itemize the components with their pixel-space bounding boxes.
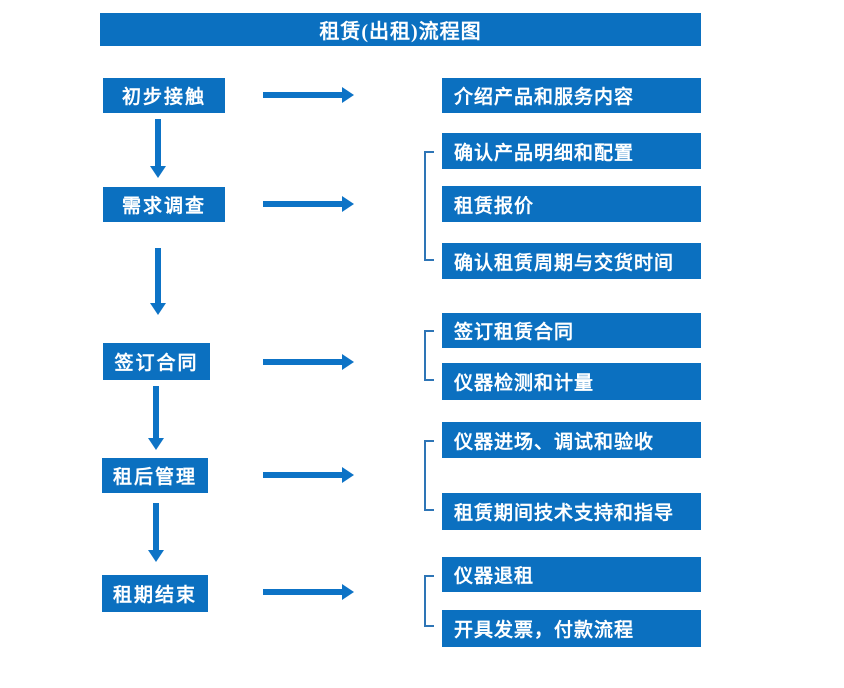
- right-arrow-icon: [263, 87, 354, 103]
- output-box-instrument-entry: 仪器进场、调试和验收: [442, 422, 701, 458]
- right-arrow-icon: [263, 354, 354, 370]
- step-box-demand-survey: 需求调查: [103, 187, 225, 222]
- output-box-tech-support: 租赁期间技术支持和指导: [442, 493, 701, 530]
- step-box-post-rental-mgmt: 租后管理: [102, 458, 208, 493]
- output-box-instrument-testing: 仪器检测和计量: [442, 363, 701, 400]
- output-box-rental-quote: 租赁报价: [442, 186, 701, 222]
- down-arrow-icon: [150, 119, 166, 178]
- flowchart-title: 租赁(出租)流程图: [100, 13, 701, 46]
- step-box-lease-end: 租期结束: [102, 575, 208, 612]
- group-bracket: [424, 440, 434, 511]
- down-arrow-icon: [148, 503, 164, 562]
- output-box-sign-rental-contract: 签订租赁合同: [442, 313, 701, 348]
- output-box-introduce-products: 介绍产品和服务内容: [442, 78, 701, 113]
- output-box-confirm-details: 确认产品明细和配置: [442, 133, 701, 169]
- right-arrow-icon: [263, 584, 354, 600]
- down-arrow-icon: [150, 248, 166, 315]
- group-bracket: [424, 151, 434, 261]
- output-box-confirm-period: 确认租赁周期与交货时间: [442, 243, 701, 279]
- step-box-initial-contact: 初步接触: [103, 78, 225, 113]
- step-box-sign-contract: 签订合同: [103, 343, 210, 380]
- group-bracket: [424, 330, 434, 381]
- right-arrow-icon: [263, 196, 354, 212]
- down-arrow-icon: [148, 386, 164, 450]
- group-bracket: [424, 575, 434, 627]
- right-arrow-icon: [263, 467, 354, 483]
- output-box-instrument-return: 仪器退租: [442, 557, 701, 592]
- output-box-invoice-payment: 开具发票，付款流程: [442, 610, 701, 647]
